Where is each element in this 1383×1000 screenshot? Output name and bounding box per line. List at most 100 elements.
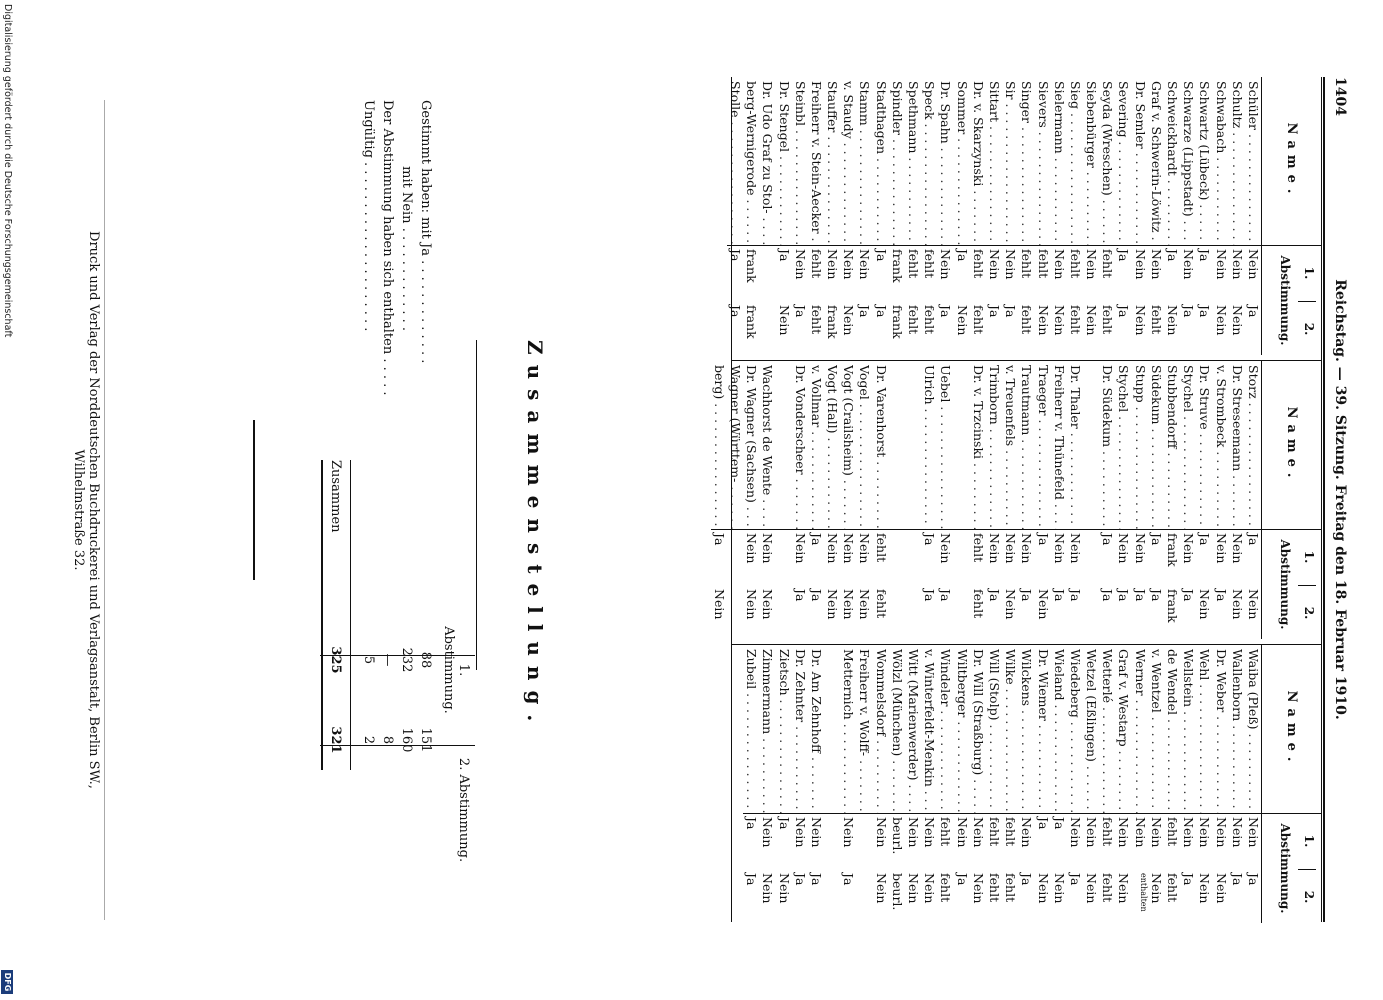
member-name: Dr. Udo Graf zu Stol- — [760, 81, 775, 245]
vote-1: Nein — [1229, 817, 1245, 848]
vote-1: Nein — [1132, 817, 1148, 848]
vote-1: fehlt — [1165, 817, 1181, 847]
vote-1: Ja — [1197, 533, 1213, 546]
vote-2: Nein — [1051, 873, 1067, 904]
vote-2: Ja — [1181, 305, 1197, 318]
vote-2: Ja — [808, 589, 824, 602]
table-row: berg-Wernigerodefrankfrank — [743, 77, 759, 355]
vote2-header: 2. — [1298, 869, 1316, 924]
vote-2: Nein — [970, 873, 986, 904]
table-row: SiebenbürgerNeinNein — [1083, 77, 1099, 355]
vote-1: Nein — [1019, 817, 1035, 848]
table-row: Speckfehltfehlt — [921, 77, 937, 355]
vote-2: Nein — [760, 589, 776, 620]
summary-row: Der Abstimmung haben sich enthalten . . … — [378, 100, 395, 760]
vote-2: Nein — [841, 589, 857, 620]
vote-1: Ja — [776, 817, 792, 830]
table-row: Windelerfehltfehlt — [937, 645, 953, 923]
member-name: Schwarze (Lippstadt) — [1181, 81, 1196, 245]
vote-2: fehlt — [873, 589, 889, 619]
vote-2: fehlt — [1100, 305, 1116, 335]
vote-1: beurl. — [889, 817, 905, 855]
vote-2: fehlt — [808, 305, 824, 335]
vote-1: Nein — [1213, 817, 1229, 848]
member-name: Freiherr v. Wolff- — [858, 649, 873, 813]
vote-1: Nein — [792, 533, 808, 564]
summary-value-1: 88 — [418, 651, 433, 669]
digitization-text: Digitalisierung gefördert durch die Deut… — [2, 4, 13, 338]
table-row: Dr. SüdekumJaJa — [1099, 361, 1115, 639]
member-name: Stadthagen — [874, 81, 889, 245]
vote2-header: 2. — [1298, 585, 1316, 640]
vote-2: enthalten — [1138, 873, 1148, 912]
table-row: SchülerNeinJa — [1245, 77, 1261, 355]
vote-1: Nein — [954, 817, 970, 848]
vote-2: Ja — [1116, 305, 1132, 318]
table-row: Dr. VonderscheerNeinJa — [792, 361, 808, 639]
member-name: Zubeil — [744, 649, 759, 813]
vote-1: Ja — [1197, 249, 1213, 262]
vote-1: Nein — [922, 817, 938, 848]
member-name: Metternich — [841, 649, 856, 813]
vote-1: Nein — [1246, 817, 1261, 848]
member-name: Sieg — [1068, 81, 1083, 245]
table-row: StammNeinJa — [856, 77, 873, 355]
table-row: WallenbornNeinJa — [1229, 645, 1245, 923]
vote-1: Nein — [1003, 533, 1019, 564]
member-name: Sielermann — [1052, 81, 1067, 245]
vote-2: fehlt — [987, 873, 1002, 903]
table-row: ZietschJaNein — [775, 645, 792, 923]
vote-1: Ja — [776, 249, 792, 262]
vote-2: Ja — [1181, 873, 1197, 886]
vote-2: frank — [744, 305, 760, 339]
vote-1: fehlt — [1067, 249, 1083, 279]
vote-1: fehlt — [1035, 249, 1051, 279]
member-name: Will (Stolp) — [987, 649, 1002, 813]
vote-2: Nein — [857, 589, 873, 620]
vote-2: Nein — [1035, 305, 1051, 336]
member-name: Südekum — [1149, 365, 1164, 529]
member-name: de Wendel — [1165, 649, 1180, 813]
table-row: Freiherr v. ThünefeldNeinJa — [1051, 361, 1067, 639]
table-row: SielermannNeinNein — [1051, 77, 1067, 355]
vote-2: Nein — [1165, 305, 1181, 336]
page-header: 1404 Reichstag. — 39. Sitzung. Freitag d… — [1326, 77, 1348, 922]
member-name: Graf v. Schwerin-Löwitz — [1149, 81, 1164, 245]
table-row: TrimbornNeinJa — [986, 361, 1002, 639]
table-row — [889, 361, 905, 639]
vote-2: Ja — [1116, 589, 1132, 602]
table-row — [775, 361, 791, 639]
vote-1: Ja — [1100, 533, 1116, 546]
vote-rows: StorzJaNeinDr. StreseemannNeinNeinv. Str… — [710, 361, 1261, 639]
vote-1: Nein — [873, 817, 889, 848]
member-name: Witt (Marienwerder) — [906, 649, 921, 813]
summary-row: Ungültig . . . . . . . . . . . . . . . .… — [359, 100, 376, 760]
vote-2: Nein — [1197, 589, 1213, 620]
member-name: Dr. Semler — [1133, 81, 1148, 245]
table-row — [824, 645, 840, 923]
vote-2: Ja — [1213, 589, 1229, 602]
member-name: Dr. Wiemer — [1036, 649, 1051, 813]
vote-2: fehlt — [1100, 873, 1116, 903]
header-rule — [1323, 77, 1325, 922]
vote-2: Nein — [711, 589, 727, 620]
vote-1: Nein — [760, 533, 776, 564]
vote-2: Nein — [1003, 589, 1019, 620]
vote-2: Nein — [744, 589, 760, 620]
vote-1: Nein — [857, 249, 873, 280]
vote-1: Ja — [1035, 533, 1051, 546]
table-row: SieversfehltNein — [1034, 77, 1051, 355]
printer-rule — [104, 100, 105, 920]
member-name: Dr. Südekum — [1100, 365, 1115, 529]
vote-2: Nein — [1084, 305, 1100, 336]
table-row: Dr. ThalerNeinJa — [1067, 361, 1083, 639]
member-name: Spethmann — [906, 81, 921, 245]
name-header: Name. — [1262, 77, 1322, 246]
vote-2: Nein — [1148, 873, 1164, 904]
vote-2: Nein — [954, 305, 970, 336]
